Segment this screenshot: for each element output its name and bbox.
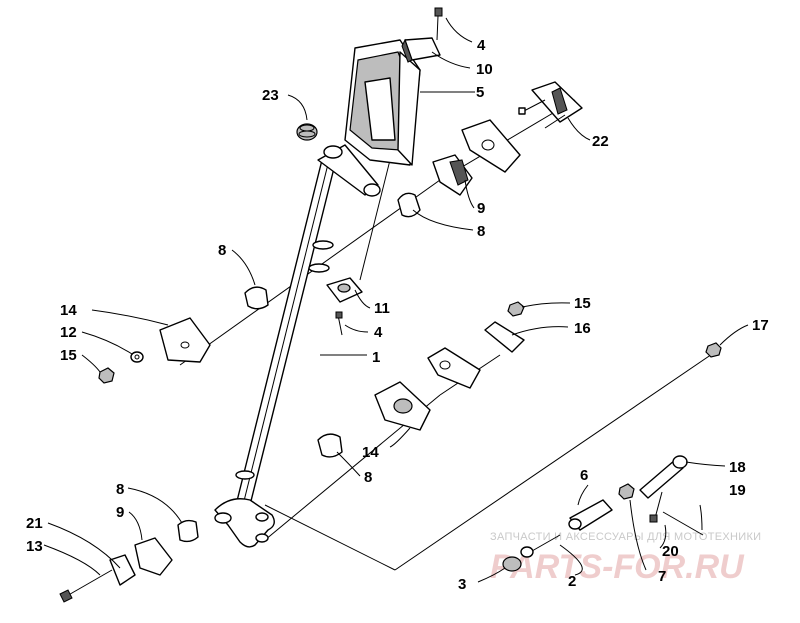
steering-post bbox=[214, 144, 381, 548]
nut-7 bbox=[618, 483, 635, 500]
bushing-center bbox=[317, 433, 343, 458]
callout-8-left: 8 bbox=[218, 242, 226, 259]
callout-16: 16 bbox=[574, 320, 591, 337]
bolt-20 bbox=[649, 491, 663, 523]
bolt-2 bbox=[520, 534, 561, 558]
watermark-tagline: ЗАПЧАСТИ И АКСЕССУАРЫ ДЛЯ МОТОТЕХНИКИ bbox=[490, 531, 761, 543]
pin-19 bbox=[662, 511, 704, 536]
watermark: PARTS-FOR.RU ЗАПЧАСТИ И АКСЕССУАРЫ ДЛЯ М… bbox=[490, 531, 761, 586]
nut-left bbox=[98, 367, 115, 384]
callout-17: 17 bbox=[752, 317, 769, 334]
callout-3: 3 bbox=[458, 576, 466, 593]
handlebar-riser-block bbox=[344, 39, 421, 166]
callout-8-upper: 8 bbox=[477, 223, 485, 240]
callout-9-lower: 9 bbox=[116, 504, 124, 521]
bolt-lower bbox=[59, 569, 113, 603]
callout-1: 1 bbox=[372, 349, 380, 366]
callout-13: 13 bbox=[26, 538, 43, 555]
bracket-lower bbox=[109, 554, 136, 586]
assembly-lines bbox=[179, 79, 719, 571]
callout-21: 21 bbox=[26, 515, 43, 532]
mounting-bracket bbox=[518, 81, 583, 129]
callout-2: 2 bbox=[568, 573, 576, 590]
block-center bbox=[374, 381, 431, 431]
mid-bolt bbox=[335, 311, 343, 336]
tie-rod-end bbox=[639, 455, 688, 499]
callout-11: 11 bbox=[374, 300, 390, 317]
callout-12: 12 bbox=[60, 324, 77, 341]
callout-23: 23 bbox=[262, 87, 279, 104]
callout-14-center: 14 bbox=[362, 444, 379, 461]
callout-6: 6 bbox=[580, 467, 588, 484]
gasket-lower bbox=[427, 347, 481, 389]
block-lower bbox=[134, 537, 173, 576]
callout-8-center: 8 bbox=[364, 469, 372, 486]
callout-4-top: 4 bbox=[477, 37, 486, 54]
gasket-upper bbox=[461, 119, 521, 173]
nut-17 bbox=[705, 342, 722, 358]
cap bbox=[296, 123, 318, 141]
callout-8-lower: 8 bbox=[116, 481, 124, 498]
callout-5: 5 bbox=[476, 84, 484, 101]
mid-clamp bbox=[326, 277, 363, 303]
bushing-left bbox=[244, 286, 269, 310]
callout-22: 22 bbox=[592, 133, 609, 150]
bushing-lower bbox=[177, 519, 199, 543]
leader-lines bbox=[43, 17, 749, 583]
callout-labels: 1 2 3 4 4 5 6 7 8 8 8 8 9 9 10 11 12 13 … bbox=[26, 37, 769, 593]
upper-clamp bbox=[401, 37, 441, 63]
callout-9-upper: 9 bbox=[477, 200, 485, 217]
callout-4-mid: 4 bbox=[374, 324, 383, 341]
spacer-6 bbox=[568, 499, 613, 531]
callout-14-left: 14 bbox=[60, 302, 77, 319]
nut-right bbox=[507, 301, 525, 317]
block-left bbox=[159, 317, 211, 363]
callout-15-left: 15 bbox=[60, 347, 77, 364]
callout-15-right: 15 bbox=[574, 295, 591, 312]
callout-18: 18 bbox=[729, 459, 746, 476]
plate-right bbox=[484, 321, 525, 353]
callout-7: 7 bbox=[658, 568, 666, 585]
washer-3 bbox=[502, 556, 522, 572]
callout-19: 19 bbox=[729, 482, 746, 499]
upper-bolt bbox=[434, 7, 443, 41]
callout-10: 10 bbox=[476, 61, 493, 78]
washer-left bbox=[130, 351, 144, 363]
callout-20: 20 bbox=[662, 543, 679, 560]
